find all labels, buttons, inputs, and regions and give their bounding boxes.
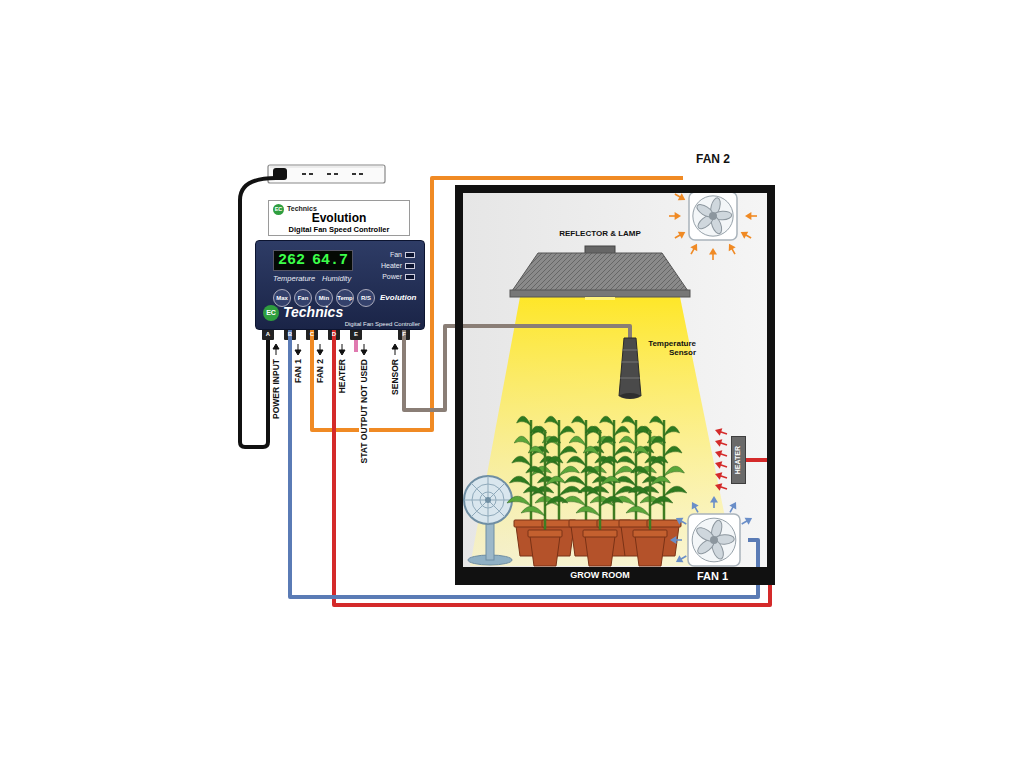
logo-mark: EC [273,204,284,215]
part-name: FAN 2 [696,152,730,166]
plants [507,416,687,566]
part-name: HEATER [734,446,741,474]
display-caption: Temperature [273,274,315,283]
port-label: SENSOR [390,358,400,396]
temperature-sensor: Temperature Sensor [620,333,698,409]
fan-unit: FAN 2 [683,150,745,242]
brand-name: Technics [287,205,317,212]
display-value: 64.7 [312,252,348,269]
port-label: FAN 2 [315,358,325,384]
grow-room: GROW ROOM REFLECTOR & LAMP Temperature Sen… [455,185,775,585]
panel-detail [405,263,415,269]
panel-detail [405,274,415,280]
stat-stub [354,340,358,352]
part-name: FAN 1 [697,570,728,582]
port-letter: F [398,331,410,337]
wire [290,330,758,597]
display-value: 262 [278,252,305,269]
oscillating-fan [464,476,512,565]
indicator-label: Power [382,273,402,280]
port-label: HEATER [337,358,347,394]
sensor-probe [619,333,641,399]
fan-icon [688,514,740,566]
port-letter: A [262,331,274,337]
power-strip [268,165,385,183]
button-label: Temp [337,295,353,301]
port-letter: C [306,331,318,337]
wire [334,330,770,605]
port-label: STAT OUTPUT NOT USED [359,358,369,465]
indicator-label: Fan [390,251,402,258]
button-label: Fan [298,295,309,301]
indicator-label: Heater [381,262,402,269]
product-type: Digital Fan Speed Controller [345,321,420,327]
part-name: Temperature Sensor [640,339,696,357]
label-plate: ECTechnicsEvolutionDigital Fan Speed Con… [268,200,410,236]
button-label: Min [319,295,329,301]
logo-mark: EC [263,305,279,321]
room-name: GROW ROOM [463,570,737,580]
port-label: FAN 1 [293,358,303,384]
part-name: REFLECTOR & LAMP [510,229,690,238]
product-type: Digital Fan Speed Controller [269,225,409,234]
port-letter: E [350,331,362,337]
product-name: Evolution [269,211,409,225]
fan-unit: FAN 1 [682,512,748,585]
room-interior [463,193,767,567]
port-letter: B [284,331,296,337]
fan-icons [688,192,740,566]
air-arrows [669,193,757,562]
reflector-lamp: REFLECTOR & LAMP [510,227,690,300]
reflector [510,246,690,300]
panel-detail [405,252,415,258]
port-label: POWER INPUT [271,358,281,420]
wire [404,326,630,410]
button-label: Max [276,295,288,301]
fan-icon [689,192,737,240]
brand-name: Technics [283,304,343,320]
port-letter: D [328,331,340,337]
model-name: Evolution [380,293,416,302]
heater-box: HEATER [731,436,746,484]
controller-box: 26264.7TemperatureHumidityFanHeaterPower… [255,240,425,330]
button-label: R/S [361,295,371,301]
display-caption: Humidity [322,274,351,283]
